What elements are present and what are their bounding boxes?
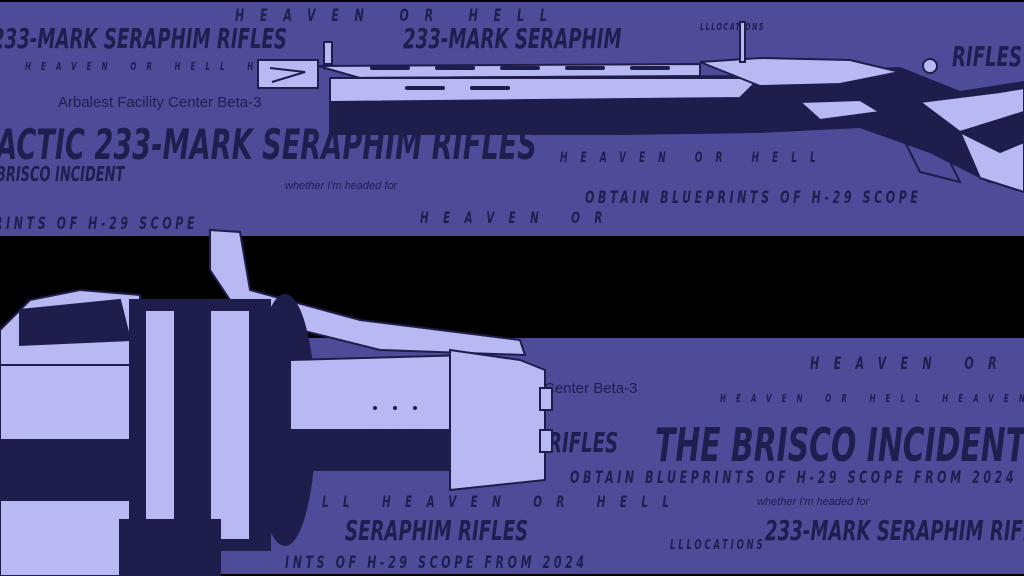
text-whether: whether I'm headed for: [285, 180, 398, 192]
text-heaven-or-hell: HEAVEN OR HELL HEAVEN O: [720, 392, 1024, 405]
rifle-illustration: [257, 21, 1024, 194]
text-heaven-or-hell: HEAVEN OR HELL: [235, 6, 563, 26]
text-blueprints: OBTAIN BLUEPRINTS OF H-29 SCOPE: [585, 188, 922, 208]
text-heaven: HEAVEN OR: [420, 208, 617, 227]
text-arbalest: Center Beta-3: [544, 380, 638, 397]
text-blueprints: OBTAIN BLUEPRINTS OF H-29 SCOPE FROM 202…: [570, 468, 1018, 488]
text-seraphim-rifles: 233-MARK SERAPHIM RIFLES: [765, 514, 1024, 547]
text-brisco-big: THE BRISCO INCIDENT YO: [655, 418, 1024, 472]
text-seraphim-rifles: SERAPHIM RIFLES: [345, 514, 529, 547]
text-lllocations: LLLOCATIONS: [670, 538, 766, 553]
text-rifles: RIFLES: [548, 426, 619, 459]
text-blueprints: INTS OF H-29 SCOPE FROM 2024: [285, 553, 588, 573]
text-lllocations: LLLOCATIONS: [700, 22, 765, 33]
text-rifles: RIFLES: [952, 40, 1023, 73]
text-blueprints: RINTS OF H-29 SCOPE: [0, 214, 199, 234]
text-brisco-incident: BRISCO INCIDENT: [0, 162, 125, 186]
text-heaven: HEAVEN OR HELL: [560, 150, 829, 166]
text-seraphim-rifles: 233-MARK SERAPHIM RIFLES: [0, 22, 287, 55]
text-heaven-or-hell: HEAVEN OR HELL HEAVEN: [25, 60, 340, 73]
text-heaven-or: HEAVEN OR HELL HEAVEN O: [810, 354, 1024, 374]
text-whether: whether I'm headed for: [757, 496, 870, 508]
text-arbalest: Arbalest Facility Center Beta-3: [58, 94, 262, 111]
text-heaven: LL HEAVEN OR HELL: [322, 492, 684, 511]
text-seraphim: 233-MARK SERAPHIM: [403, 22, 622, 55]
top-panel: HEAVEN OR HELL 233-MARK SERAPHIM RIFLES …: [0, 2, 1024, 236]
